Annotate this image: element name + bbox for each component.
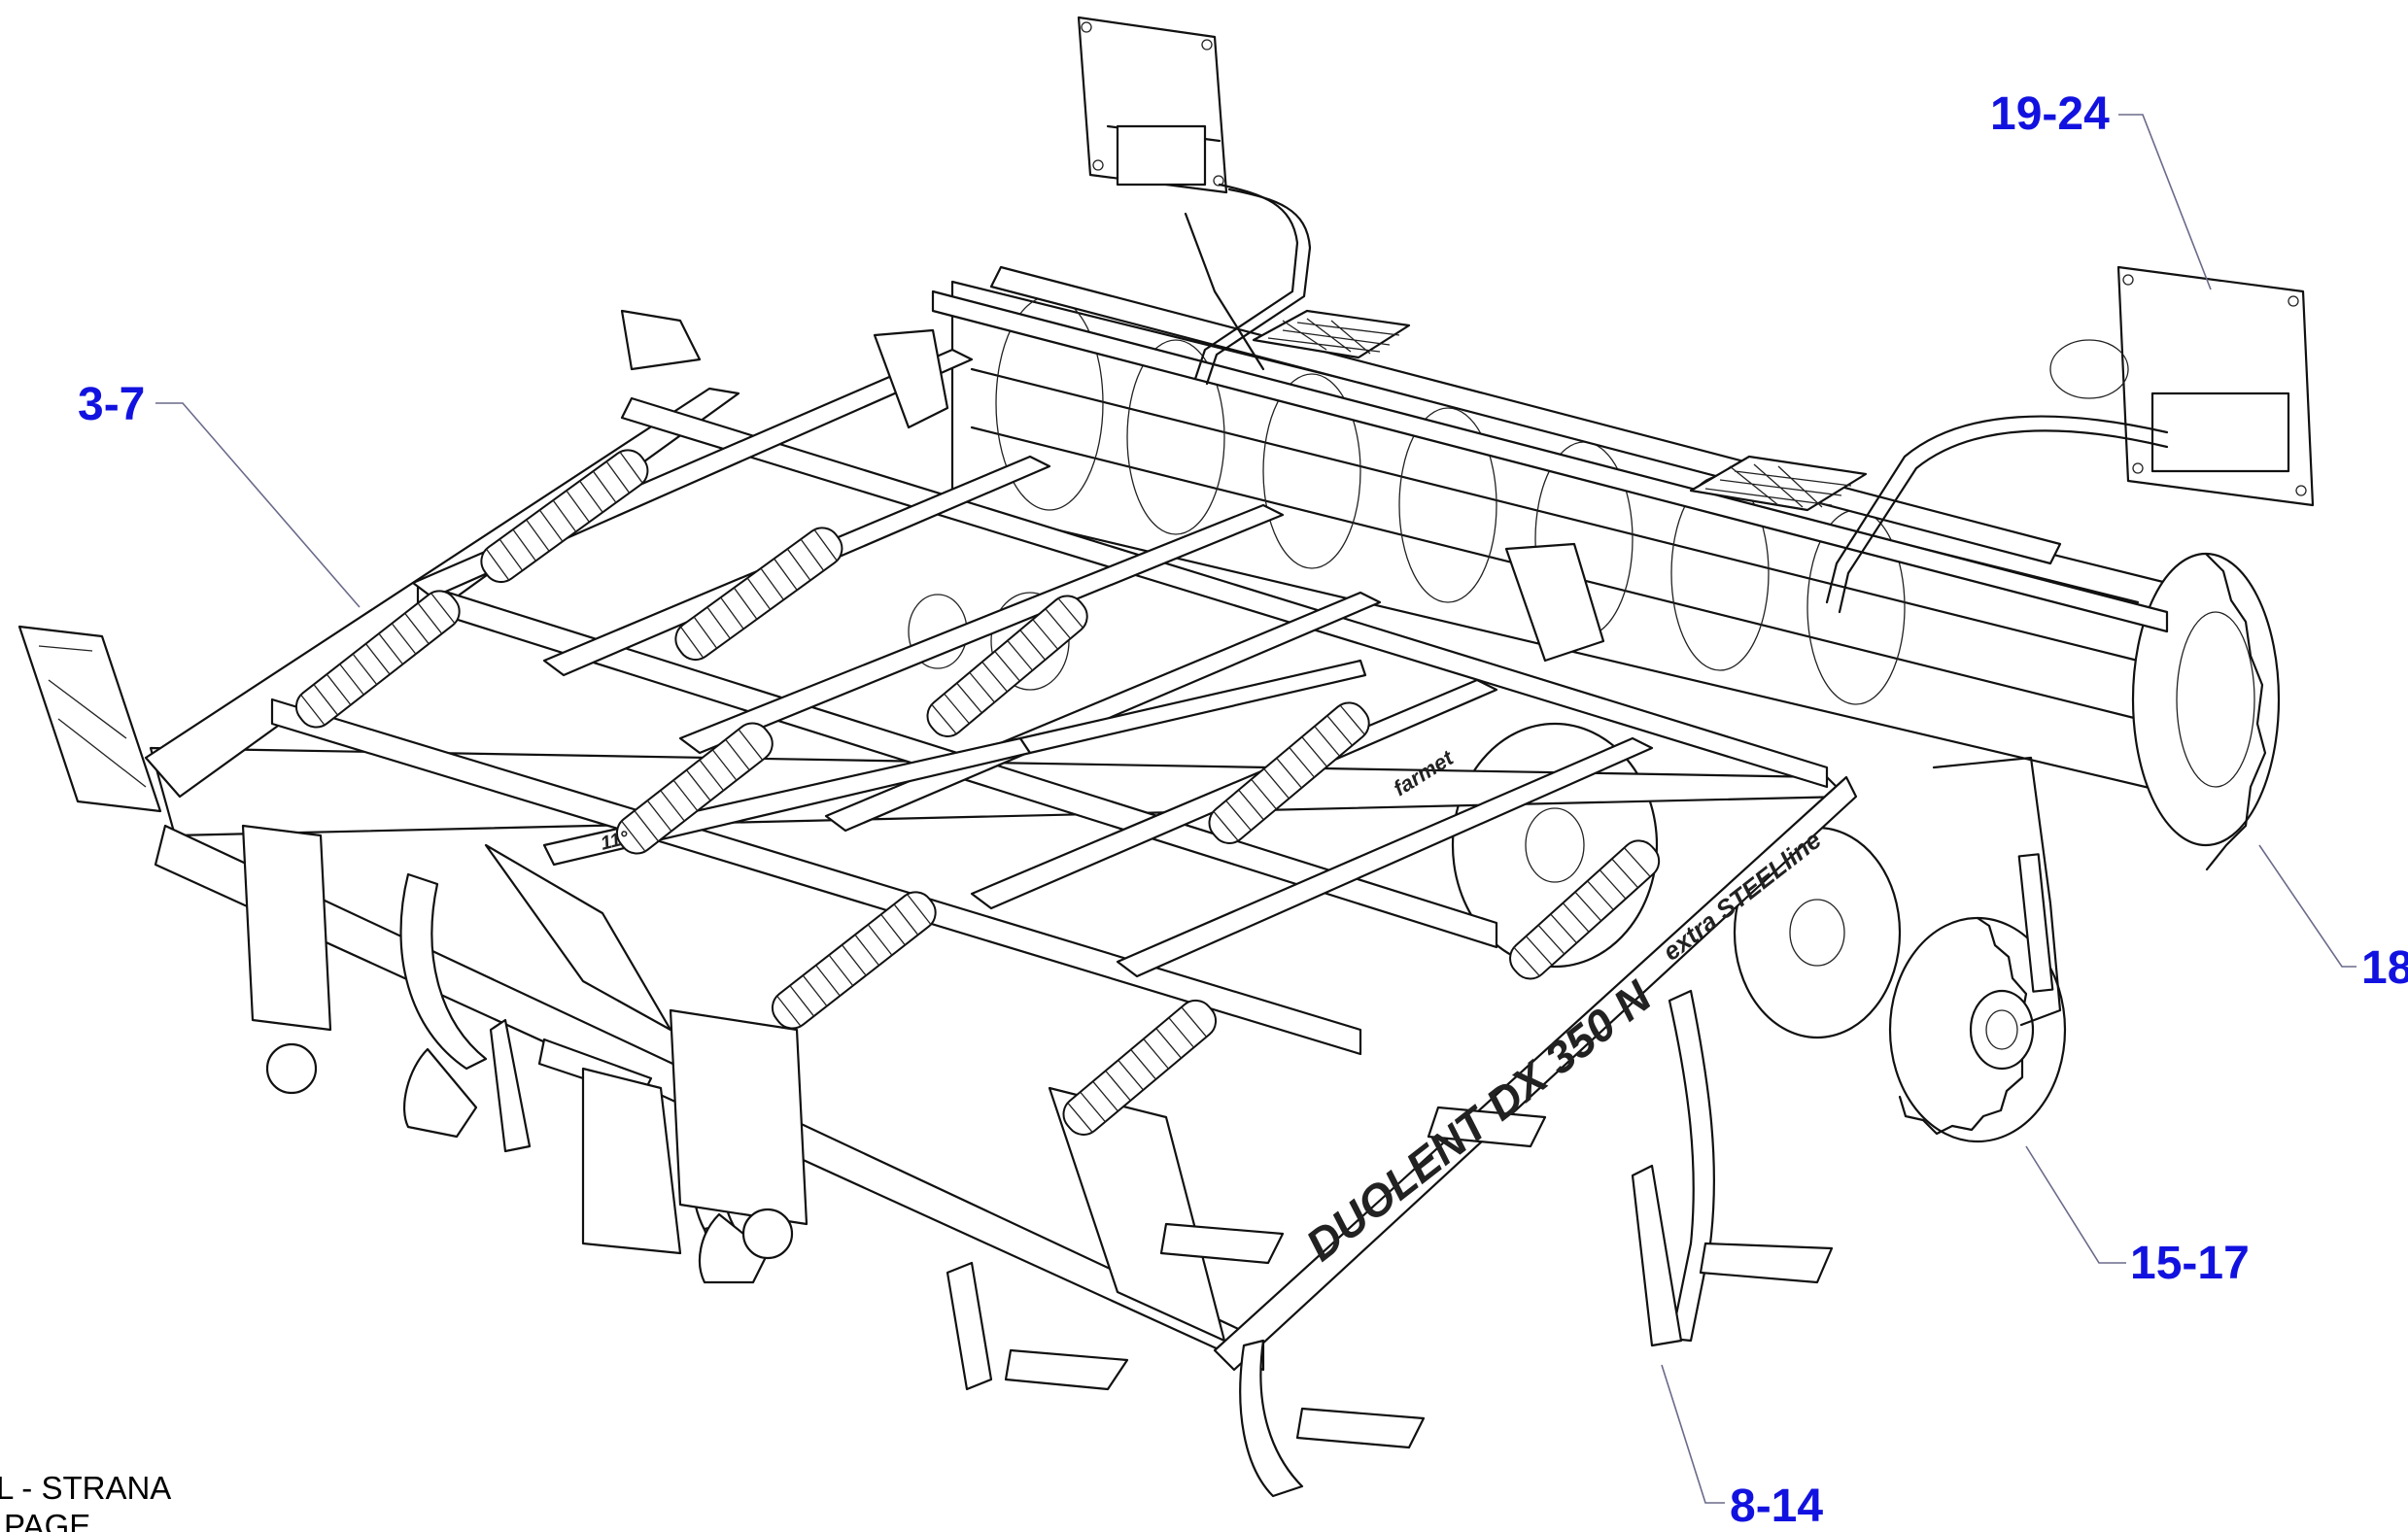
- page-note-line1: L - STRANA: [0, 1470, 171, 1506]
- leader-3-7: [155, 402, 361, 608]
- callout-3-7: 3-7: [78, 379, 145, 430]
- callout-8-14: 8-14: [1730, 1481, 1823, 1532]
- warning-plate-left: [17, 625, 162, 813]
- leader-lines: [155, 114, 2356, 1504]
- callout-19-24: 19-24: [1990, 88, 2110, 140]
- spring-shanks: [294, 449, 1661, 1136]
- warning-plate-top: [1077, 16, 1312, 386]
- hitch: [241, 824, 808, 1260]
- step-plates: [1252, 309, 1868, 512]
- warning-plate-right: [1825, 265, 2315, 614]
- page-note-line2: PAGE: [4, 1508, 90, 1532]
- callout-18: 18: [2361, 942, 2408, 994]
- leader-15-17: [2025, 1145, 2126, 1264]
- leader-18: [2258, 844, 2356, 968]
- callout-15-17: 15-17: [2130, 1238, 2250, 1289]
- leader-8-14: [1661, 1364, 1725, 1504]
- model-decal: DUOLENT DX 350 N: [1296, 970, 1661, 1271]
- leader-19-24: [2118, 114, 2212, 290]
- rear-roller: [950, 280, 2281, 871]
